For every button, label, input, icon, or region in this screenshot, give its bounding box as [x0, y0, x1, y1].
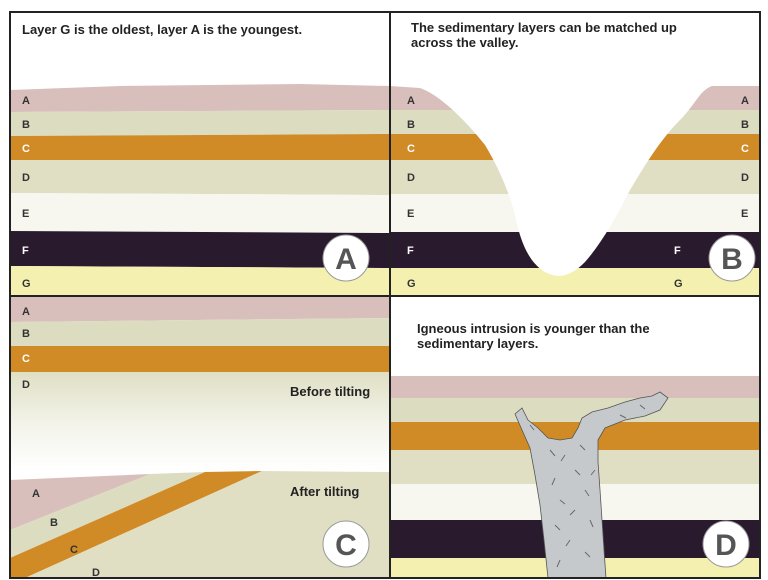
right-label-g: G — [674, 278, 683, 290]
panel-a: Layer G is the oldest, layer A is the yo… — [10, 12, 390, 296]
panel-b-badge-letter: B — [721, 243, 743, 276]
before-tilting-label: Before tilting — [290, 384, 370, 399]
top-label-a: A — [22, 306, 30, 318]
panel-d: Igneous intrusion is younger than the se… — [390, 296, 760, 578]
label-f: F — [22, 245, 29, 257]
after-tilting-label: After tilting — [290, 484, 359, 499]
left-label-c: C — [407, 143, 415, 155]
label-g: G — [22, 278, 31, 290]
top-label-c: C — [22, 353, 30, 365]
layer-d — [10, 160, 390, 195]
tilted-label-a: A — [32, 488, 40, 500]
layer-a — [10, 84, 390, 112]
layer-c — [10, 346, 390, 372]
layer-e — [10, 193, 390, 233]
layer-a — [10, 296, 390, 322]
layer-b — [390, 398, 760, 422]
right-label-e: E — [741, 208, 748, 220]
right-label-b: B — [741, 119, 749, 131]
panel-d-caption-line1: Igneous intrusion is younger than the — [417, 321, 650, 336]
panel-b-caption-line2: across the valley. — [411, 35, 518, 50]
right-label-c: C — [741, 143, 749, 155]
panel-d-caption-line2: sedimentary layers. — [417, 336, 538, 351]
label-b: B — [22, 119, 30, 131]
label-c: C — [22, 143, 30, 155]
panel-a-caption: Layer G is the oldest, layer A is the yo… — [22, 22, 302, 37]
left-label-g: G — [407, 278, 416, 290]
left-label-b: B — [407, 119, 415, 131]
panel-b: The sedimentary layers can be matched up… — [390, 12, 760, 296]
left-label-d: D — [407, 172, 415, 184]
left-label-a: A — [407, 95, 415, 107]
left-label-e: E — [407, 208, 414, 220]
layer-b — [10, 318, 390, 346]
label-a: A — [22, 95, 30, 107]
top-label-d: D — [22, 379, 30, 391]
label-e: E — [22, 208, 29, 220]
tilted-label-c: C — [70, 544, 78, 556]
panel-b-caption-line1: The sedimentary layers can be matched up — [411, 20, 677, 35]
layer-c — [10, 134, 390, 160]
panel-c: A B C D Before tilting After tilting A B… — [10, 296, 390, 579]
label-d: D — [22, 172, 30, 184]
top-label-b: B — [22, 328, 30, 340]
panel-d-badge-letter: D — [715, 529, 737, 562]
left-label-f: F — [407, 245, 414, 257]
layer-g — [390, 268, 760, 296]
right-label-d: D — [741, 172, 749, 184]
panel-c-badge-letter: C — [335, 529, 357, 562]
layer-a — [390, 376, 760, 398]
layer-b — [10, 110, 390, 136]
right-label-f: F — [674, 245, 681, 257]
panel-a-badge-letter: A — [335, 243, 357, 276]
right-label-a: A — [741, 95, 749, 107]
tilted-label-b: B — [50, 517, 58, 529]
